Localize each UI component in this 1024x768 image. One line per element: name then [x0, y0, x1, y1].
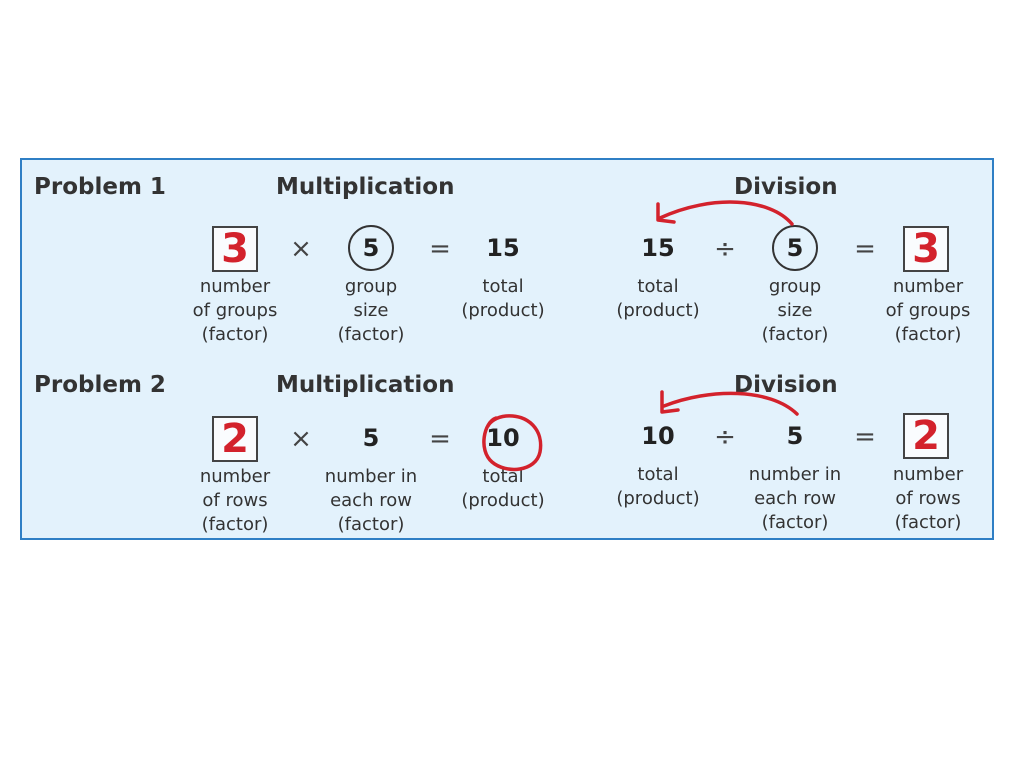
problem-1-answer-box: 3 [212, 226, 258, 272]
equals-sign: = [854, 234, 876, 264]
equals-sign: = [429, 424, 451, 454]
problem-1-arrow-icon [658, 200, 794, 226]
problems-panel: Problem 1 Multiplication Division 3 × 5 … [20, 158, 994, 540]
equals-sign: = [854, 422, 876, 452]
problem-2-division-row-size: 5 [786, 422, 804, 450]
problem-2-product: 10 [486, 424, 520, 452]
problem-2-answer-box: 2 [212, 416, 258, 462]
problem-1-division-group-size-circle: 5 [772, 225, 818, 271]
problem-1-product-label: total(product) [461, 276, 545, 321]
problem-2-handwritten-answer: 2 [221, 416, 249, 462]
problem-1-product: 15 [486, 234, 520, 262]
times-sign: × [290, 234, 312, 264]
problem-2-division-total: 10 [641, 422, 675, 450]
divide-sign: ÷ [714, 422, 736, 452]
problem-2-division-handwritten-answer: 2 [912, 413, 940, 459]
problem-2-division-answer-box: 2 [903, 413, 949, 459]
problem-2-division-total-label: total(product) [616, 464, 700, 509]
problem-1-division-answer-box: 3 [903, 226, 949, 272]
problem-2-title: Problem 2 [34, 372, 166, 398]
problem-1-group-size-circle: 5 [348, 225, 394, 271]
problem-1-division-handwritten-answer: 3 [912, 226, 940, 272]
problem-1-division-total: 15 [641, 234, 675, 262]
divide-sign: ÷ [714, 234, 736, 264]
problem-2-row-size: 5 [362, 424, 380, 452]
problem-1-group-size: 5 [362, 234, 380, 262]
equals-sign: = [429, 234, 451, 264]
problem-2-arrowhead-icon [660, 390, 680, 414]
problem-1-arrowhead-icon [656, 202, 676, 224]
problem-2-multiplication-heading: Multiplication [276, 372, 455, 398]
problem-1-division-total-label: total(product) [616, 276, 700, 321]
problem-2-division-heading: Division [734, 372, 838, 398]
problem-1-multiplication-heading: Multiplication [276, 174, 455, 200]
problem-1-division-group-size: 5 [786, 234, 804, 262]
problem-1-handwritten-answer: 3 [221, 226, 249, 272]
problem-1-title: Problem 1 [34, 174, 166, 200]
problem-1-division-heading: Division [734, 174, 838, 200]
times-sign: × [290, 424, 312, 454]
problem-2-product-label: total(product) [461, 466, 545, 511]
